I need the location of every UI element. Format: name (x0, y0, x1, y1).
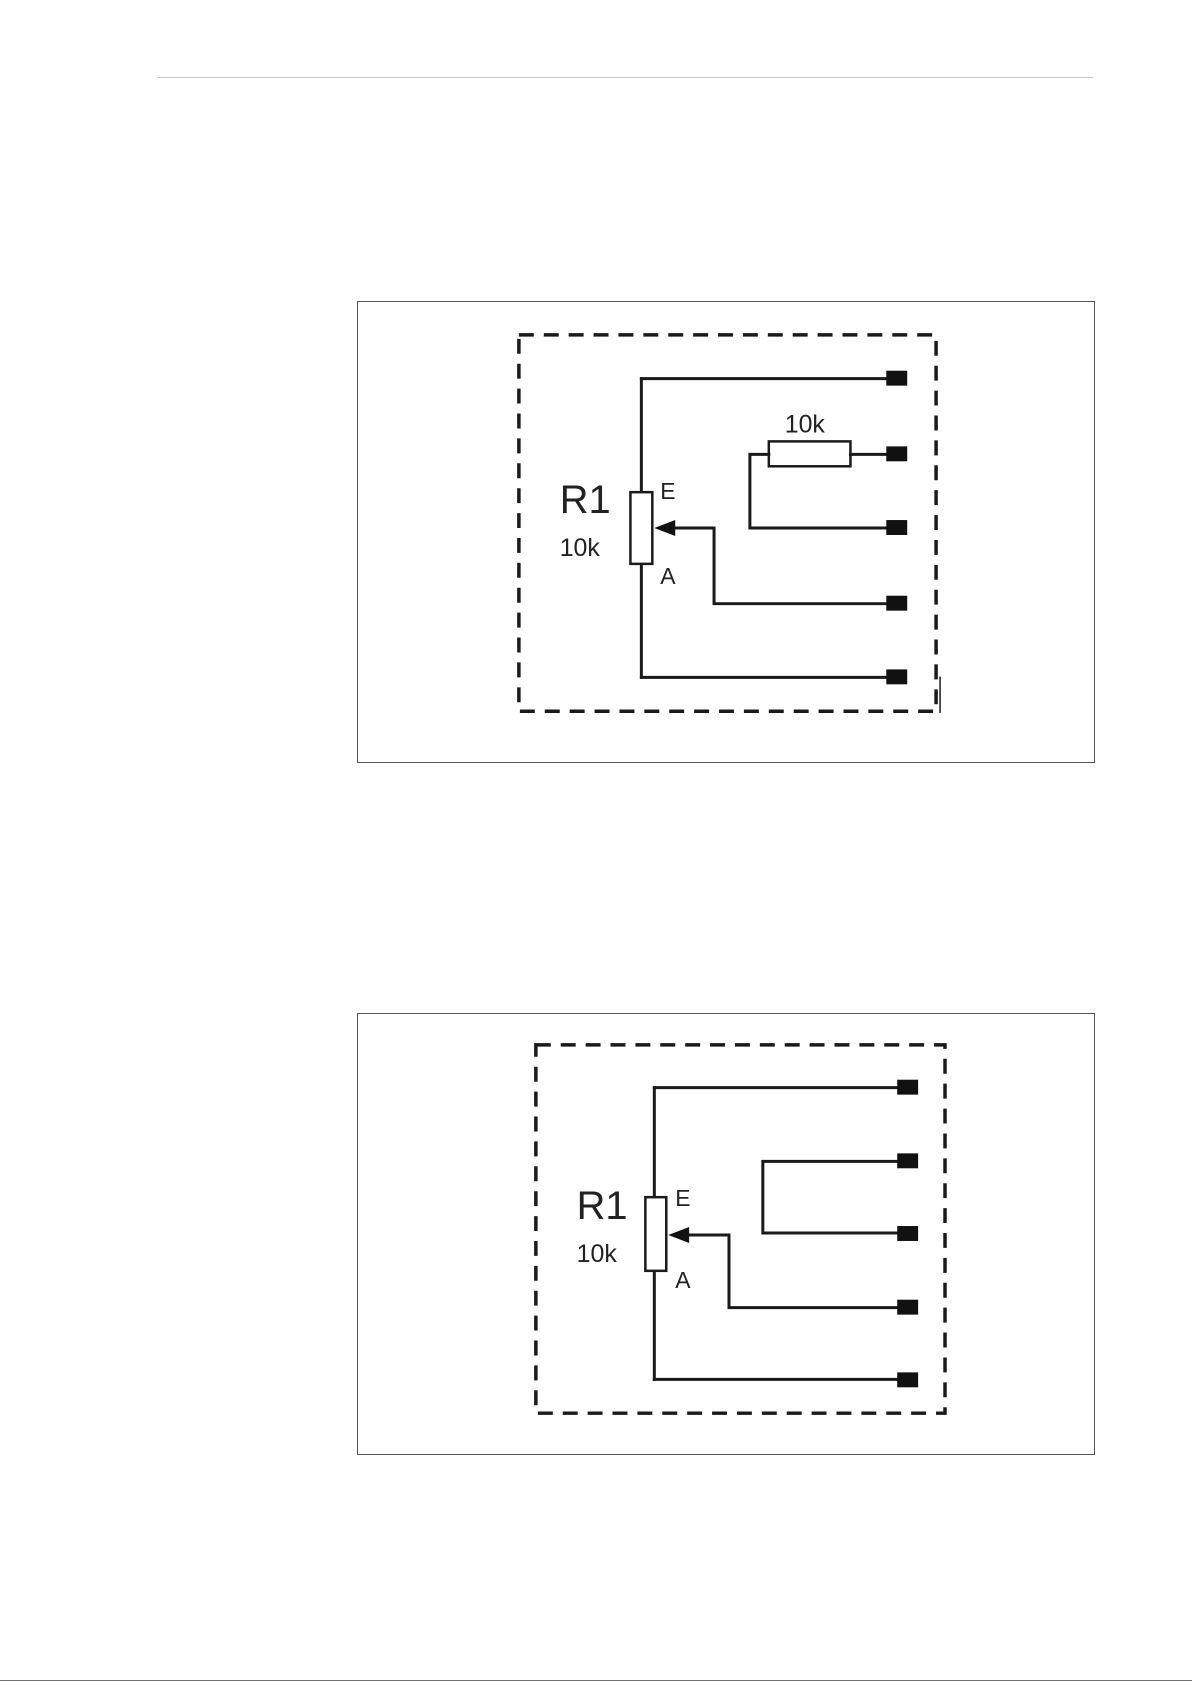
start-label: A (675, 1267, 691, 1293)
pot-label: R1 (560, 478, 611, 522)
terminal-4 (886, 596, 907, 611)
circuit-svg-1: R1 10k E A 10k (358, 302, 1094, 762)
module-boundary (536, 1045, 945, 1413)
circuit-diagram-2: R1 10k E A (357, 1013, 1095, 1455)
pot-value: 10k (577, 1240, 618, 1268)
terminal-5 (886, 669, 907, 684)
end-label: E (660, 478, 675, 504)
circuit-diagram-1: R1 10k E A 10k (357, 301, 1095, 763)
terminal-1 (897, 1080, 918, 1095)
module-boundary (519, 335, 936, 711)
wiper-wire (689, 1235, 902, 1308)
potentiometer-body (645, 1197, 666, 1271)
wiper-arrow (668, 1227, 689, 1243)
circuit-svg-2: R1 10k E A (358, 1014, 1094, 1454)
terminal-3 (886, 520, 907, 535)
wiper-wire (675, 528, 890, 604)
footer-rule (0, 1680, 1192, 1681)
pot-label: R1 (577, 1184, 628, 1228)
header-rule (158, 77, 1093, 78)
terminal-5 (897, 1372, 918, 1387)
pot-value: 10k (560, 534, 601, 562)
terminal-2 (897, 1153, 918, 1168)
resistor-body (769, 441, 851, 466)
resistor-label: 10k (785, 410, 826, 438)
terminal-1 (886, 371, 907, 386)
end-label: E (675, 1185, 690, 1211)
terminal-4 (897, 1300, 918, 1315)
start-label: A (660, 563, 676, 589)
wiper-arrow (654, 520, 675, 536)
shorted-loop-wire (763, 1161, 902, 1233)
terminal-3 (897, 1226, 918, 1241)
terminal-2 (886, 446, 907, 461)
potentiometer-body (630, 492, 652, 564)
